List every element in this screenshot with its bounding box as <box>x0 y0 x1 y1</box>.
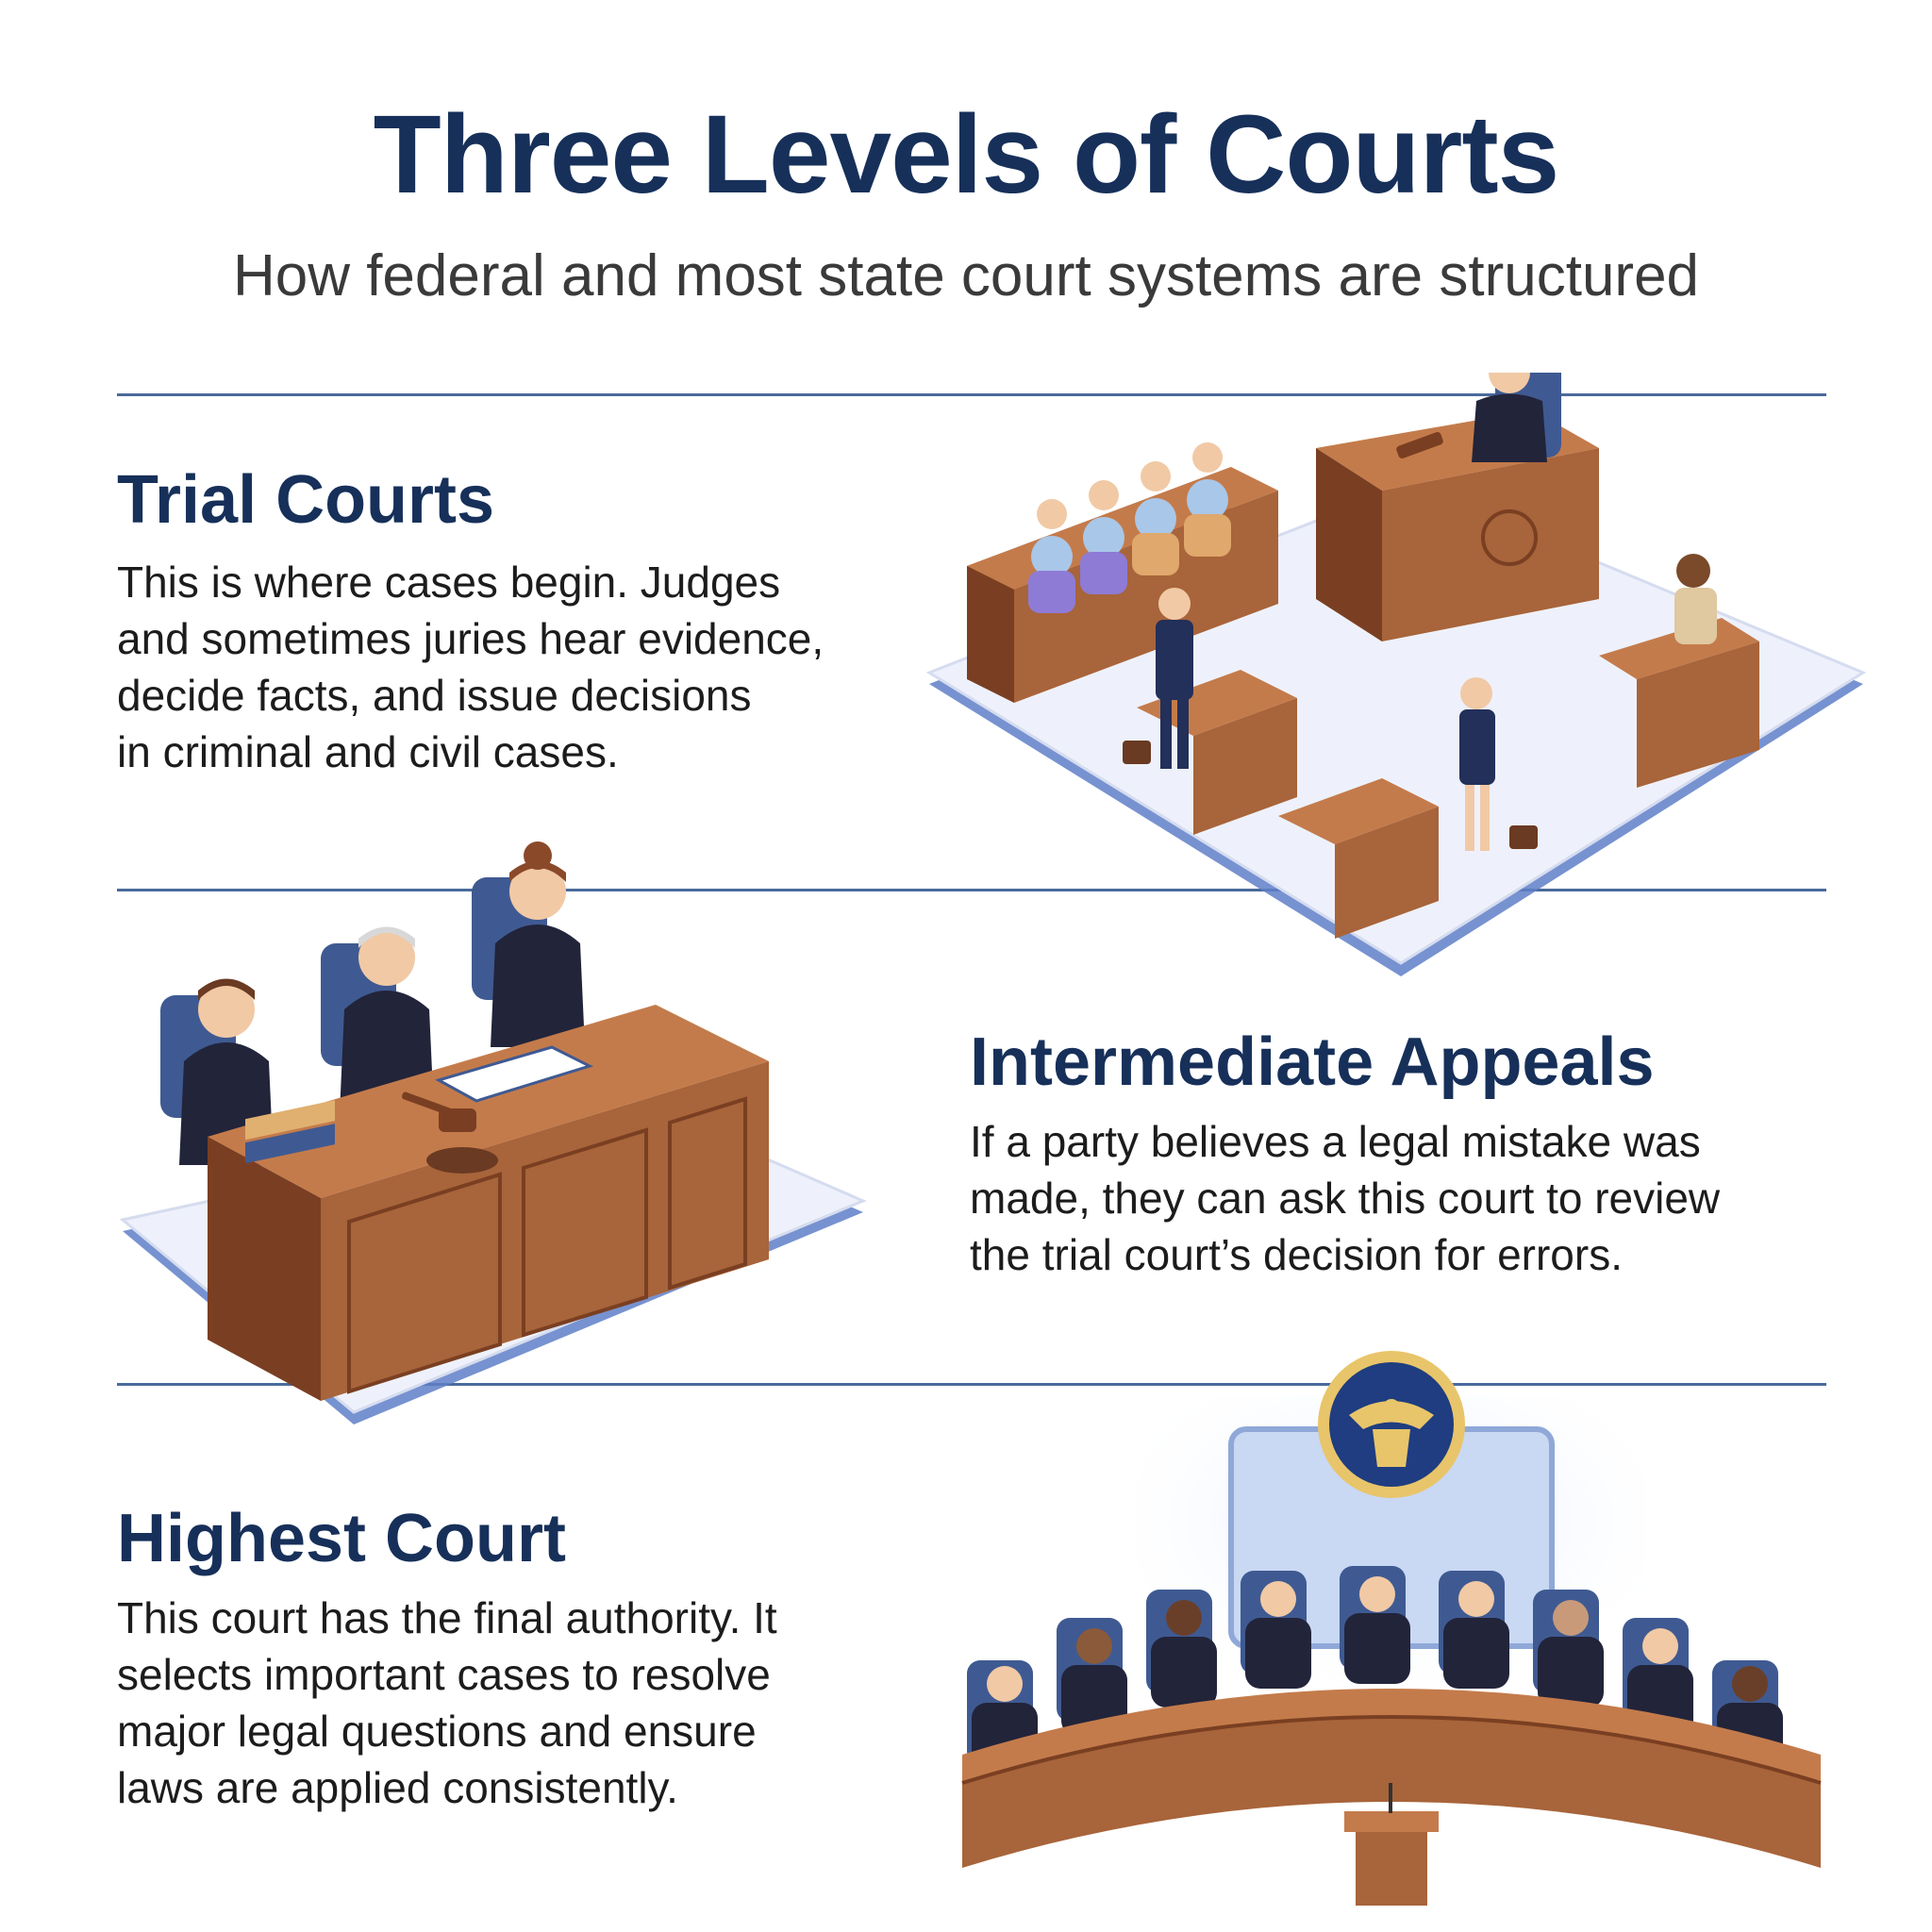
intermediate-appeals-title: Intermediate Appeals <box>970 1024 1655 1100</box>
appeals-court-illustration <box>119 841 867 1424</box>
divider-bottom <box>117 1383 1826 1386</box>
trial-courts-description: This is where cases begin. Judges and so… <box>117 554 824 780</box>
page-subtitle: How federal and most state court systems… <box>232 243 1700 308</box>
eagle-seal-icon <box>1318 1351 1465 1498</box>
highest-court-line-3: major legal questions and ensure <box>117 1707 757 1756</box>
highest-court-line-4: laws are applied consistently. <box>117 1763 678 1812</box>
page-title: Three Levels of Courts <box>373 92 1560 217</box>
highest-court-description: This court has the final authority. It s… <box>117 1590 777 1816</box>
highest-court-title: Highest Court <box>117 1501 566 1576</box>
attorney-standing-left <box>1123 588 1193 769</box>
judge-bench <box>1316 373 1599 641</box>
supreme-court-illustration <box>961 1351 1822 1906</box>
stacked-books <box>245 1100 335 1164</box>
trial-courts-line-3: decide facts, and issue decisions <box>117 671 752 720</box>
attorney-table-right <box>1278 778 1439 939</box>
jury-box <box>967 442 1278 703</box>
gavel <box>401 1091 498 1174</box>
intermediate-appeals-line-1: If a party believes a legal mistake was <box>970 1117 1701 1166</box>
open-book <box>435 1045 594 1103</box>
trial-courtroom-illustration <box>925 373 1867 976</box>
appeals-bench-desk <box>208 1005 769 1401</box>
trial-courts-line-4: in criminal and civil cases. <box>117 727 619 776</box>
trial-courts-title: Trial Courts <box>117 462 495 538</box>
intermediate-appeals-line-2: made, they can ask this court to review <box>970 1174 1721 1223</box>
intermediate-appeals-line-3: the trial court’s decision for errors. <box>970 1230 1623 1279</box>
witness-stand <box>1599 554 1759 788</box>
trial-courts-line-1: This is where cases begin. Judges <box>117 558 781 607</box>
divider-top <box>117 393 1826 396</box>
divider-middle <box>117 889 1826 891</box>
highest-court-line-1: This court has the final authority. It <box>117 1593 777 1642</box>
highest-court-line-2: selects important cases to resolve <box>117 1650 771 1699</box>
attorney-table-left <box>1137 670 1297 835</box>
podium <box>1344 1783 1439 1906</box>
trial-courts-line-2: and sometimes juries hear evidence, <box>117 614 824 663</box>
attorney-standing-right <box>1459 677 1538 851</box>
intermediate-appeals-description: If a party believes a legal mistake was … <box>970 1113 1720 1283</box>
